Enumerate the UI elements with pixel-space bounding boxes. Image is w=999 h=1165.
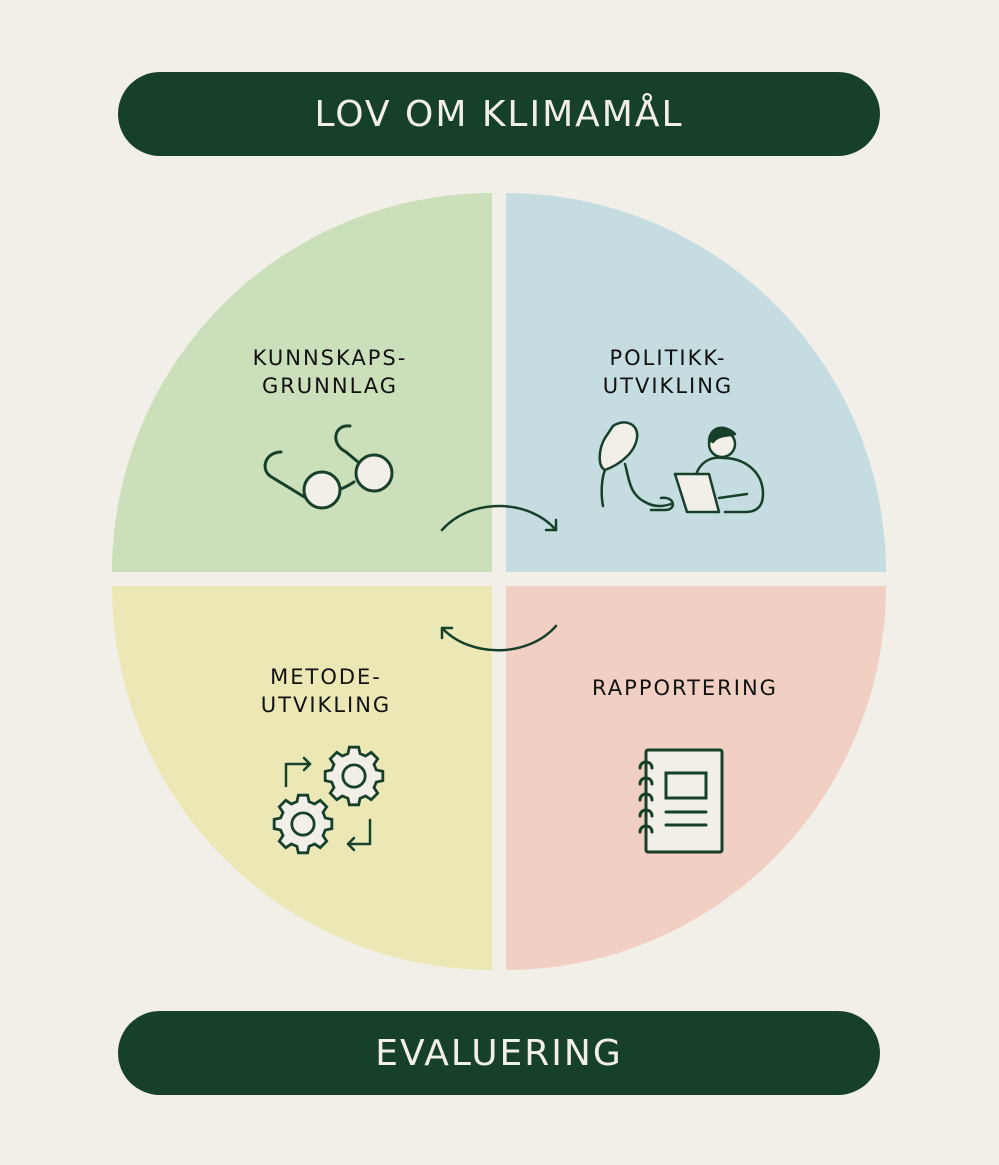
header-title: LOV OM KLIMAMÅL [314,93,684,135]
cycle-arrow-left-icon [440,624,558,652]
label-line-2: UTVIKLING [602,374,734,398]
quadrant-label-politikkutvikling: POLITIKK- UTVIKLING [568,344,768,400]
label-line-2: UTVIKLING [260,693,392,717]
cycle-arrow-right-icon [440,504,558,532]
footer-banner: EVALUERING [118,1011,880,1095]
footer-title: EVALUERING [375,1032,623,1074]
label-line-1: KUNNSKAPS- [252,346,408,370]
label-line-1: POLITIKK- [609,346,727,370]
quadrant-label-metodeutvikling: METODE- UTVIKLING [226,663,426,719]
label-line-1: METODE- [270,665,382,689]
notebook-icon [638,748,724,854]
quadrant-label-rapportering: RAPPORTERING [570,674,800,702]
label-line-1: RAPPORTERING [592,676,778,700]
header-banner: LOV OM KLIMAMÅL [118,72,880,156]
people-laptop-icon [598,421,765,514]
glasses-icon [263,424,394,510]
gears-cycle-icon [272,745,385,855]
label-line-2: GRUNNLAG [261,374,399,398]
quadrant-label-kunnskapsgrunnlag: KUNNSKAPS- GRUNNLAG [230,344,430,400]
